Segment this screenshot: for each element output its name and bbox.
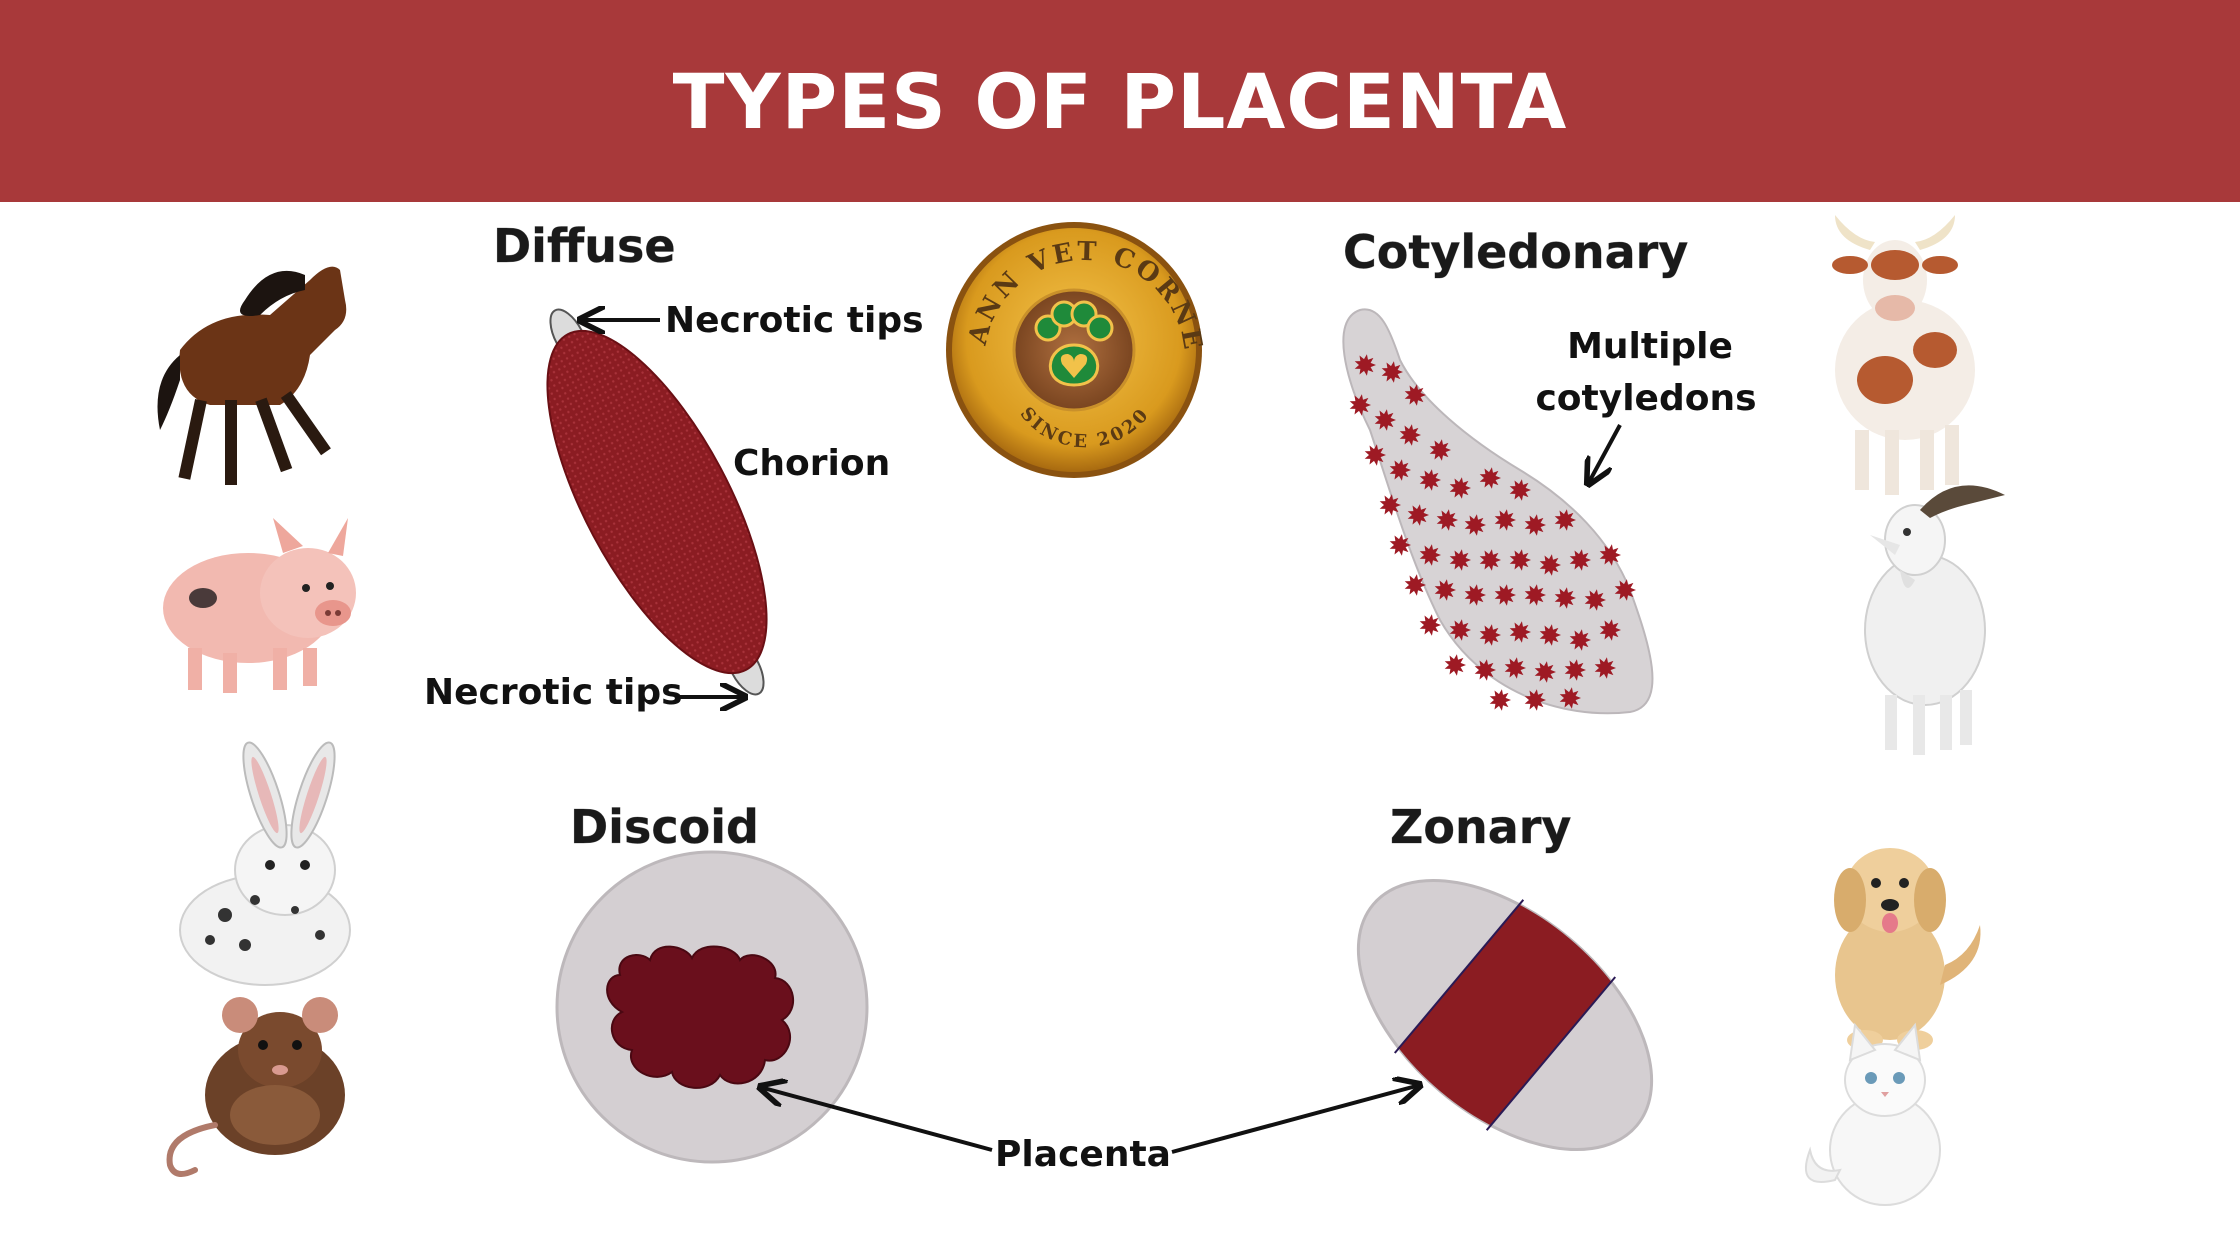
cotyledon-spot — [1444, 654, 1466, 676]
diffuse-label-chorion: Chorion — [733, 443, 890, 484]
cotyledon-spot — [1539, 624, 1561, 646]
cotyledon-spot — [1419, 614, 1441, 636]
zonary-title: Zonary — [1390, 800, 1571, 854]
cotyledonary-arrow — [1588, 424, 1622, 484]
cotyledon-spot — [1379, 494, 1401, 516]
cotyledon-spot — [1569, 549, 1591, 571]
diffuse-label-tips-top: Necrotic tips — [665, 300, 924, 341]
rat-icon — [166, 997, 345, 1177]
placenta-label: Placenta — [995, 1134, 1171, 1175]
cow-icon — [1832, 215, 1975, 495]
cotyledon-spot — [1354, 354, 1376, 376]
cotyledonary-label-line2: cotyledons — [1535, 378, 1756, 419]
rabbit-icon — [179, 741, 351, 986]
cotyledon-spot — [1404, 384, 1426, 406]
cotyledon-spot — [1509, 549, 1531, 571]
discoid-placenta — [606, 945, 795, 1089]
cotyledon-spot — [1524, 689, 1546, 711]
cotyledon-spot — [1539, 554, 1561, 576]
cotyledon-spot — [1509, 479, 1531, 501]
cotyledon-spot — [1449, 477, 1471, 499]
paw-icon — [1034, 300, 1114, 387]
cotyledonary-section: Cotyledonary Multiple cotyledons — [1342, 225, 1757, 715]
cotyledon-spot — [1479, 549, 1501, 571]
cotyledon-spot — [1504, 657, 1526, 679]
discoid-section: Discoid — [555, 800, 869, 1164]
cotyledon-spot — [1404, 574, 1426, 596]
cotyledon-spot — [1534, 661, 1556, 683]
cotyledon-spot — [1559, 687, 1581, 709]
diffuse-chorion — [546, 329, 768, 675]
cotyledon-spot — [1494, 509, 1516, 531]
cotyledon-spot — [1584, 589, 1606, 611]
placenta-arrow-right — [1171, 1085, 1420, 1154]
cotyledon-spot — [1436, 509, 1458, 531]
pig-icon — [163, 518, 356, 693]
cotyledonary-title: Cotyledonary — [1343, 225, 1688, 279]
cotyledon-spot — [1479, 624, 1501, 646]
cotyledon-spot — [1569, 629, 1591, 651]
cotyledon-spot — [1494, 584, 1516, 606]
cotyledon-spot — [1407, 504, 1429, 526]
cotyledonary-label-line1: Multiple — [1567, 326, 1733, 367]
diffuse-section: Diffuse Necrotic tips Chorion Necrotic t… — [424, 219, 924, 713]
cotyledon-spot — [1464, 584, 1486, 606]
cotyledon-spot — [1381, 361, 1403, 383]
discoid-title: Discoid — [570, 800, 759, 854]
goat-icon — [1864, 485, 2005, 755]
cotyledon-spot — [1489, 689, 1511, 711]
cotyledon-spot — [1599, 619, 1621, 641]
cotyledon-spot — [1449, 549, 1471, 571]
cotyledon-spot — [1389, 459, 1411, 481]
cotyledon-spot — [1554, 509, 1576, 531]
diffuse-title: Diffuse — [493, 219, 676, 273]
horse-icon — [157, 266, 347, 485]
cotyledon-spot — [1524, 514, 1546, 536]
header-banner: TYPES OF PLACENTA — [0, 0, 2240, 202]
cotyledon-spot — [1564, 659, 1586, 681]
cotyledon-spot — [1349, 394, 1371, 416]
placenta-arrow-left — [760, 1087, 993, 1152]
cotyledon-spot — [1434, 579, 1456, 601]
cat-icon — [1805, 1022, 1941, 1206]
cotyledon-spot — [1599, 544, 1621, 566]
diffuse-label-tips-bottom: Necrotic tips — [424, 672, 683, 713]
cotyledon-spot — [1474, 659, 1496, 681]
cotyledon-spot — [1364, 444, 1386, 466]
cotyledon-spot — [1399, 424, 1421, 446]
cotyledon-spot — [1479, 467, 1501, 489]
cotyledon-spot — [1449, 619, 1471, 641]
cotyledon-spot — [1429, 439, 1451, 461]
cotyledon-spot — [1594, 657, 1616, 679]
cotyledon-spot — [1524, 584, 1546, 606]
cotyledon-spot — [1419, 469, 1441, 491]
zonary-placenta-band — [1385, 888, 1625, 1142]
dog-icon — [1834, 848, 1981, 1050]
cotyledon-spot — [1389, 534, 1411, 556]
zonary-section: Zonary — [1356, 800, 1654, 1152]
cotyledon-spot — [1419, 544, 1441, 566]
cotyledon-spot — [1554, 587, 1576, 609]
page-title: TYPES OF PLACENTA — [672, 56, 1568, 146]
cotyledon-spot — [1464, 514, 1486, 536]
cotyledon-spot — [1614, 579, 1636, 601]
cotyledon-spot — [1509, 621, 1531, 643]
cotyledon-spots — [1349, 354, 1636, 711]
cotyledon-spot — [1374, 409, 1396, 431]
